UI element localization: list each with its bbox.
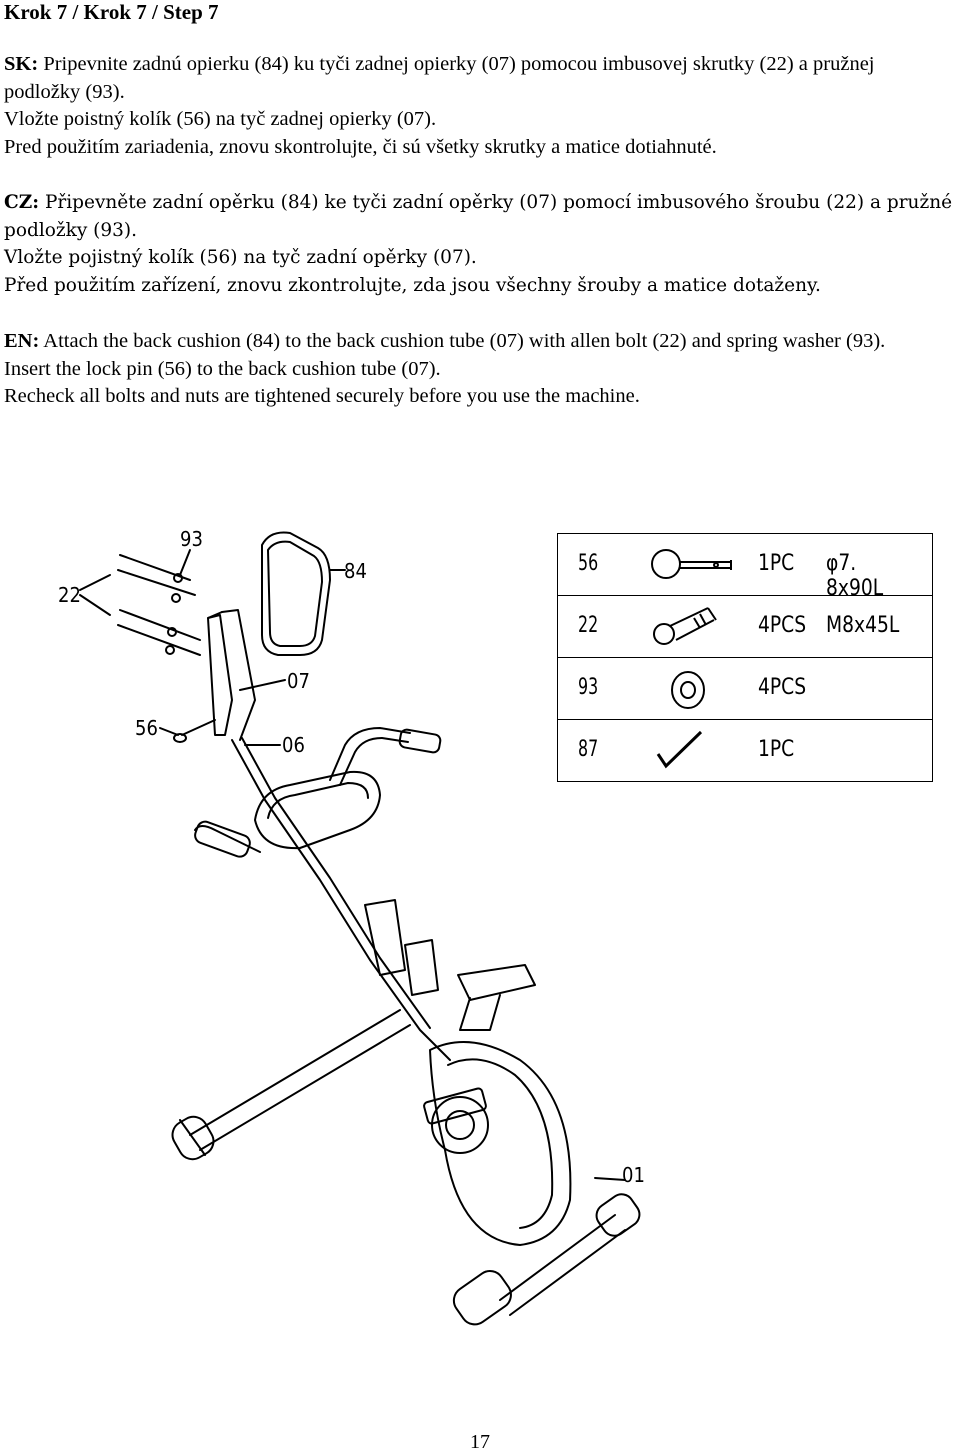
instructions-en: EN: Attach the back cushion (84) to the … bbox=[4, 328, 954, 411]
instruction-line: Vložte poistný kolík (56) na tyč zadnej … bbox=[4, 108, 437, 130]
part-quantity: 1PC bbox=[758, 737, 795, 762]
instruction-line: EN: Attach the back cushion (84) to the … bbox=[4, 330, 886, 352]
part-size: φ7. 8x90L bbox=[826, 551, 884, 601]
part-quantity: 1PC bbox=[758, 551, 795, 576]
page-number: 17 bbox=[470, 1431, 490, 1453]
part-number: 87 bbox=[578, 737, 599, 762]
instruction-line: CZ: Připevněte zadní opěrku (84) ke tyči… bbox=[4, 192, 953, 241]
part-row: 87 1PC bbox=[558, 720, 932, 782]
language-label: EN: bbox=[4, 330, 40, 352]
callout-56: 56 bbox=[135, 716, 158, 740]
exercise-bike-diagram: 93 84 22 07 56 06 01 bbox=[58, 527, 645, 1326]
instruction-line: Vložte pojistný kolík (56) na tyč zadní … bbox=[4, 247, 477, 268]
callout-06: 06 bbox=[282, 733, 305, 757]
callout-01: 01 bbox=[622, 1163, 645, 1187]
callout-22: 22 bbox=[58, 583, 81, 607]
lock-pin-icon bbox=[651, 549, 732, 579]
allen-bolt-icon bbox=[653, 607, 717, 645]
instruction-line: SK: Pripevnite zadnú opierku (84) ku tyč… bbox=[4, 53, 875, 103]
part-quantity: 4PCS bbox=[758, 613, 807, 638]
part-number: 22 bbox=[578, 613, 599, 638]
part-row: 56 1PC φ7. 8x90L bbox=[558, 534, 932, 601]
spring-washer-icon bbox=[671, 671, 705, 709]
instruction-line: Insert the lock pin (56) to the back cus… bbox=[4, 357, 441, 380]
language-label: CZ: bbox=[4, 192, 40, 213]
instructions-sk: SK: Pripevnite zadnú opierku (84) ku tyč… bbox=[4, 51, 954, 161]
part-size: M8x45L bbox=[826, 613, 900, 638]
allen-key-icon bbox=[656, 730, 703, 769]
callout-84: 84 bbox=[344, 559, 367, 583]
part-number: 56 bbox=[578, 551, 599, 576]
parts-table: 56 1PC φ7. 8x90L 22 4PCS M8x45L 93 4PCS … bbox=[557, 533, 933, 782]
part-row: 22 4PCS M8x45L bbox=[558, 596, 932, 658]
part-quantity: 4PCS bbox=[758, 675, 807, 700]
page-title: Krok 7 / Krok 7 / Step 7 bbox=[4, 0, 219, 24]
instructions-cz: CZ: Připevněte zadní opěrku (84) ke tyči… bbox=[4, 189, 954, 299]
part-row: 93 4PCS bbox=[558, 658, 932, 720]
instruction-line: Recheck all bolts and nuts are tightened… bbox=[4, 385, 640, 407]
instruction-line: Pred použitím zariadenia, znovu skontrol… bbox=[4, 135, 717, 158]
instruction-line: Před použitím zařízení, znovu zkontroluj… bbox=[4, 274, 821, 296]
callout-07: 07 bbox=[287, 669, 310, 693]
part-number: 93 bbox=[578, 675, 599, 700]
language-label: SK: bbox=[4, 53, 39, 75]
callout-93: 93 bbox=[180, 527, 203, 551]
